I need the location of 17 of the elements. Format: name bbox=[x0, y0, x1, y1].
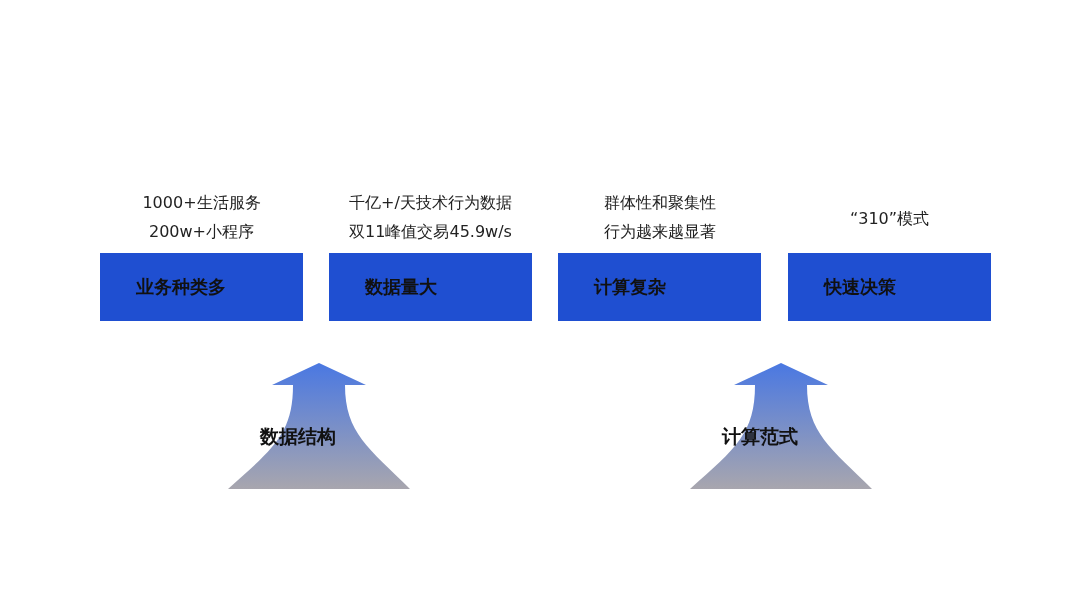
description-text: 双11峰值交易45.9w/s bbox=[348, 222, 513, 243]
process-box bbox=[788, 253, 991, 321]
process-box bbox=[100, 253, 303, 321]
process-box bbox=[558, 253, 761, 321]
description-text: 1000+生活服务 bbox=[141, 193, 262, 214]
process-box bbox=[329, 253, 532, 321]
description-text: 千亿+/天技术行为数据 bbox=[348, 193, 513, 214]
box-title: 计算复杂 bbox=[594, 275, 666, 299]
description-text: 200w+小程序 bbox=[148, 222, 255, 243]
arrow-label: 数据结构 bbox=[260, 424, 336, 449]
description-text: 群体性和聚集性 bbox=[602, 193, 717, 214]
description-text: 行为越来越显著 bbox=[602, 222, 717, 243]
arrow-label: 计算范式 bbox=[722, 424, 798, 449]
description-text: “310”模式 bbox=[848, 209, 931, 230]
box-title: 业务种类多 bbox=[136, 275, 226, 299]
box-title: 数据量大 bbox=[365, 275, 437, 299]
box-title: 快速决策 bbox=[824, 275, 896, 299]
